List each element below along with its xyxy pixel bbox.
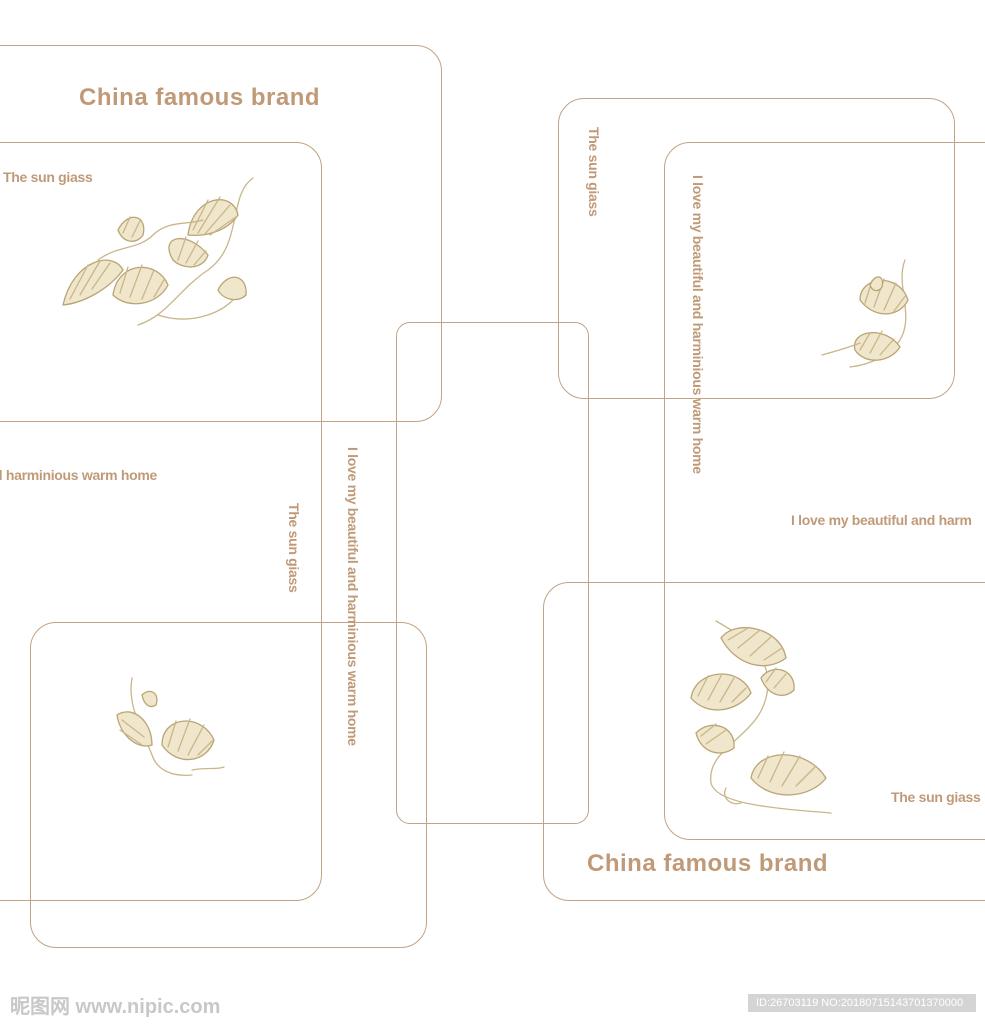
frame-bottom-right <box>543 582 985 901</box>
sun-glass-label-top-left: The sun giass <box>3 169 93 185</box>
sun-glass-vertical-right: The sun giass <box>586 127 602 217</box>
brand-title-bottom: China famous brand <box>587 850 829 877</box>
love-home-vertical-center: I love my beautiful and harminious warm … <box>345 447 361 746</box>
frame-right-tall <box>664 142 985 840</box>
frame-bottom-left <box>30 622 427 948</box>
frame-mid-left <box>0 142 322 901</box>
floral-ornament-small-bottom-left <box>116 677 225 776</box>
floral-ornament-small-top-right <box>821 259 909 368</box>
frame-center <box>396 322 589 824</box>
love-home-tail-left: d harminious warm home <box>0 467 157 483</box>
love-home-vertical-right: I love my beautiful and harminious warm … <box>690 175 706 474</box>
frame-top-left <box>0 45 442 422</box>
floral-ornament-large-top-left <box>62 177 254 326</box>
love-home-head-right: I love my beautiful and harm <box>791 512 972 528</box>
brand-title-top: China famous brand <box>79 84 321 111</box>
sun-glass-vertical-left: The sun giass <box>286 503 302 593</box>
frame-top-right <box>558 98 955 399</box>
floral-ornament-large-bottom-right <box>690 620 832 814</box>
watermark-nipic: 昵图网 www.nipic.com <box>10 996 221 1018</box>
sun-glass-label-bottom-right: The sun giass <box>891 789 981 805</box>
watermark-id-bar: ID:26703119 NO:20180715143701370000 <box>748 994 976 1012</box>
